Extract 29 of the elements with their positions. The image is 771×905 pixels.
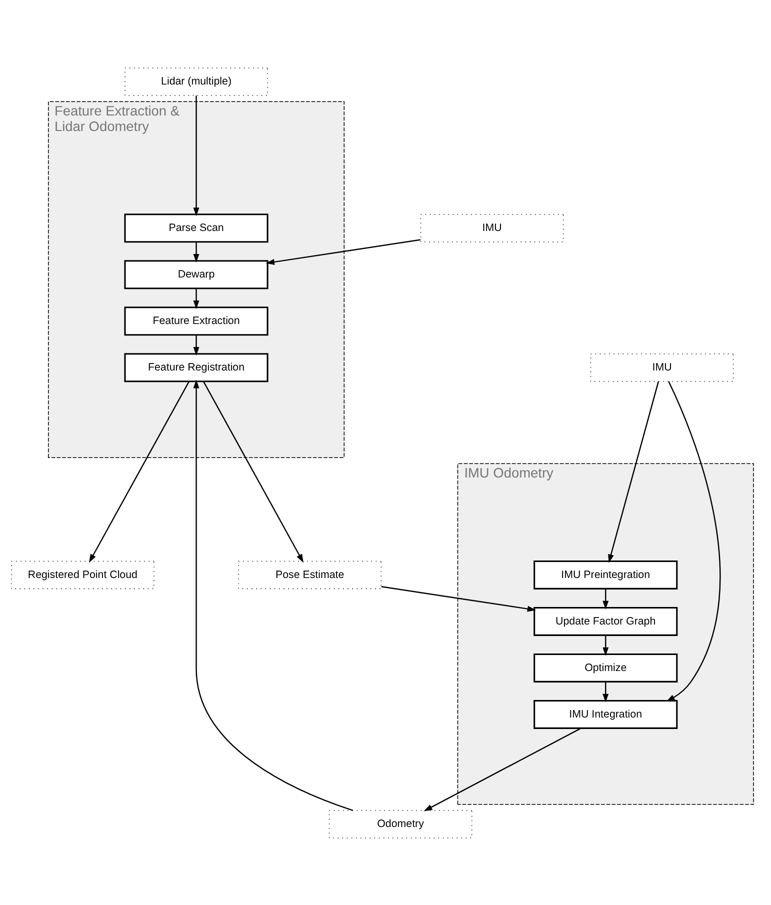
arrow bbox=[89, 380, 190, 562]
arrow bbox=[193, 288, 200, 309]
arrow bbox=[666, 380, 721, 702]
arrow bbox=[193, 334, 200, 356]
arrow bbox=[608, 380, 659, 562]
node-box: Feature Registration bbox=[124, 352, 268, 382]
arrow bbox=[602, 681, 609, 702]
arrow bbox=[602, 634, 609, 656]
node-box: IMU bbox=[420, 214, 564, 242]
node-box: IMU Preintegration bbox=[534, 560, 678, 589]
node-box: Feature Extraction bbox=[124, 306, 268, 336]
node-box: Odometry bbox=[328, 810, 472, 838]
arrow bbox=[424, 727, 582, 811]
node-box: Dewarp bbox=[124, 260, 268, 289]
arrow bbox=[193, 379, 354, 811]
arrow bbox=[266, 238, 421, 264]
node-box: Optimize bbox=[534, 652, 678, 682]
arrow bbox=[602, 588, 609, 609]
arrow bbox=[203, 380, 304, 562]
node-box: Parse Scan bbox=[124, 213, 268, 242]
node-box: IMU Integration bbox=[534, 699, 678, 728]
node-box: IMU bbox=[590, 353, 734, 382]
arrow bbox=[381, 586, 536, 612]
arrow bbox=[193, 95, 200, 216]
node-box: Pose Estimate bbox=[238, 560, 382, 589]
node-box: Update Factor Graph bbox=[534, 606, 678, 636]
node-box: Lidar (multiple) bbox=[124, 67, 268, 96]
node-box: Registered Point Cloud bbox=[11, 560, 154, 589]
arrow bbox=[193, 241, 200, 262]
